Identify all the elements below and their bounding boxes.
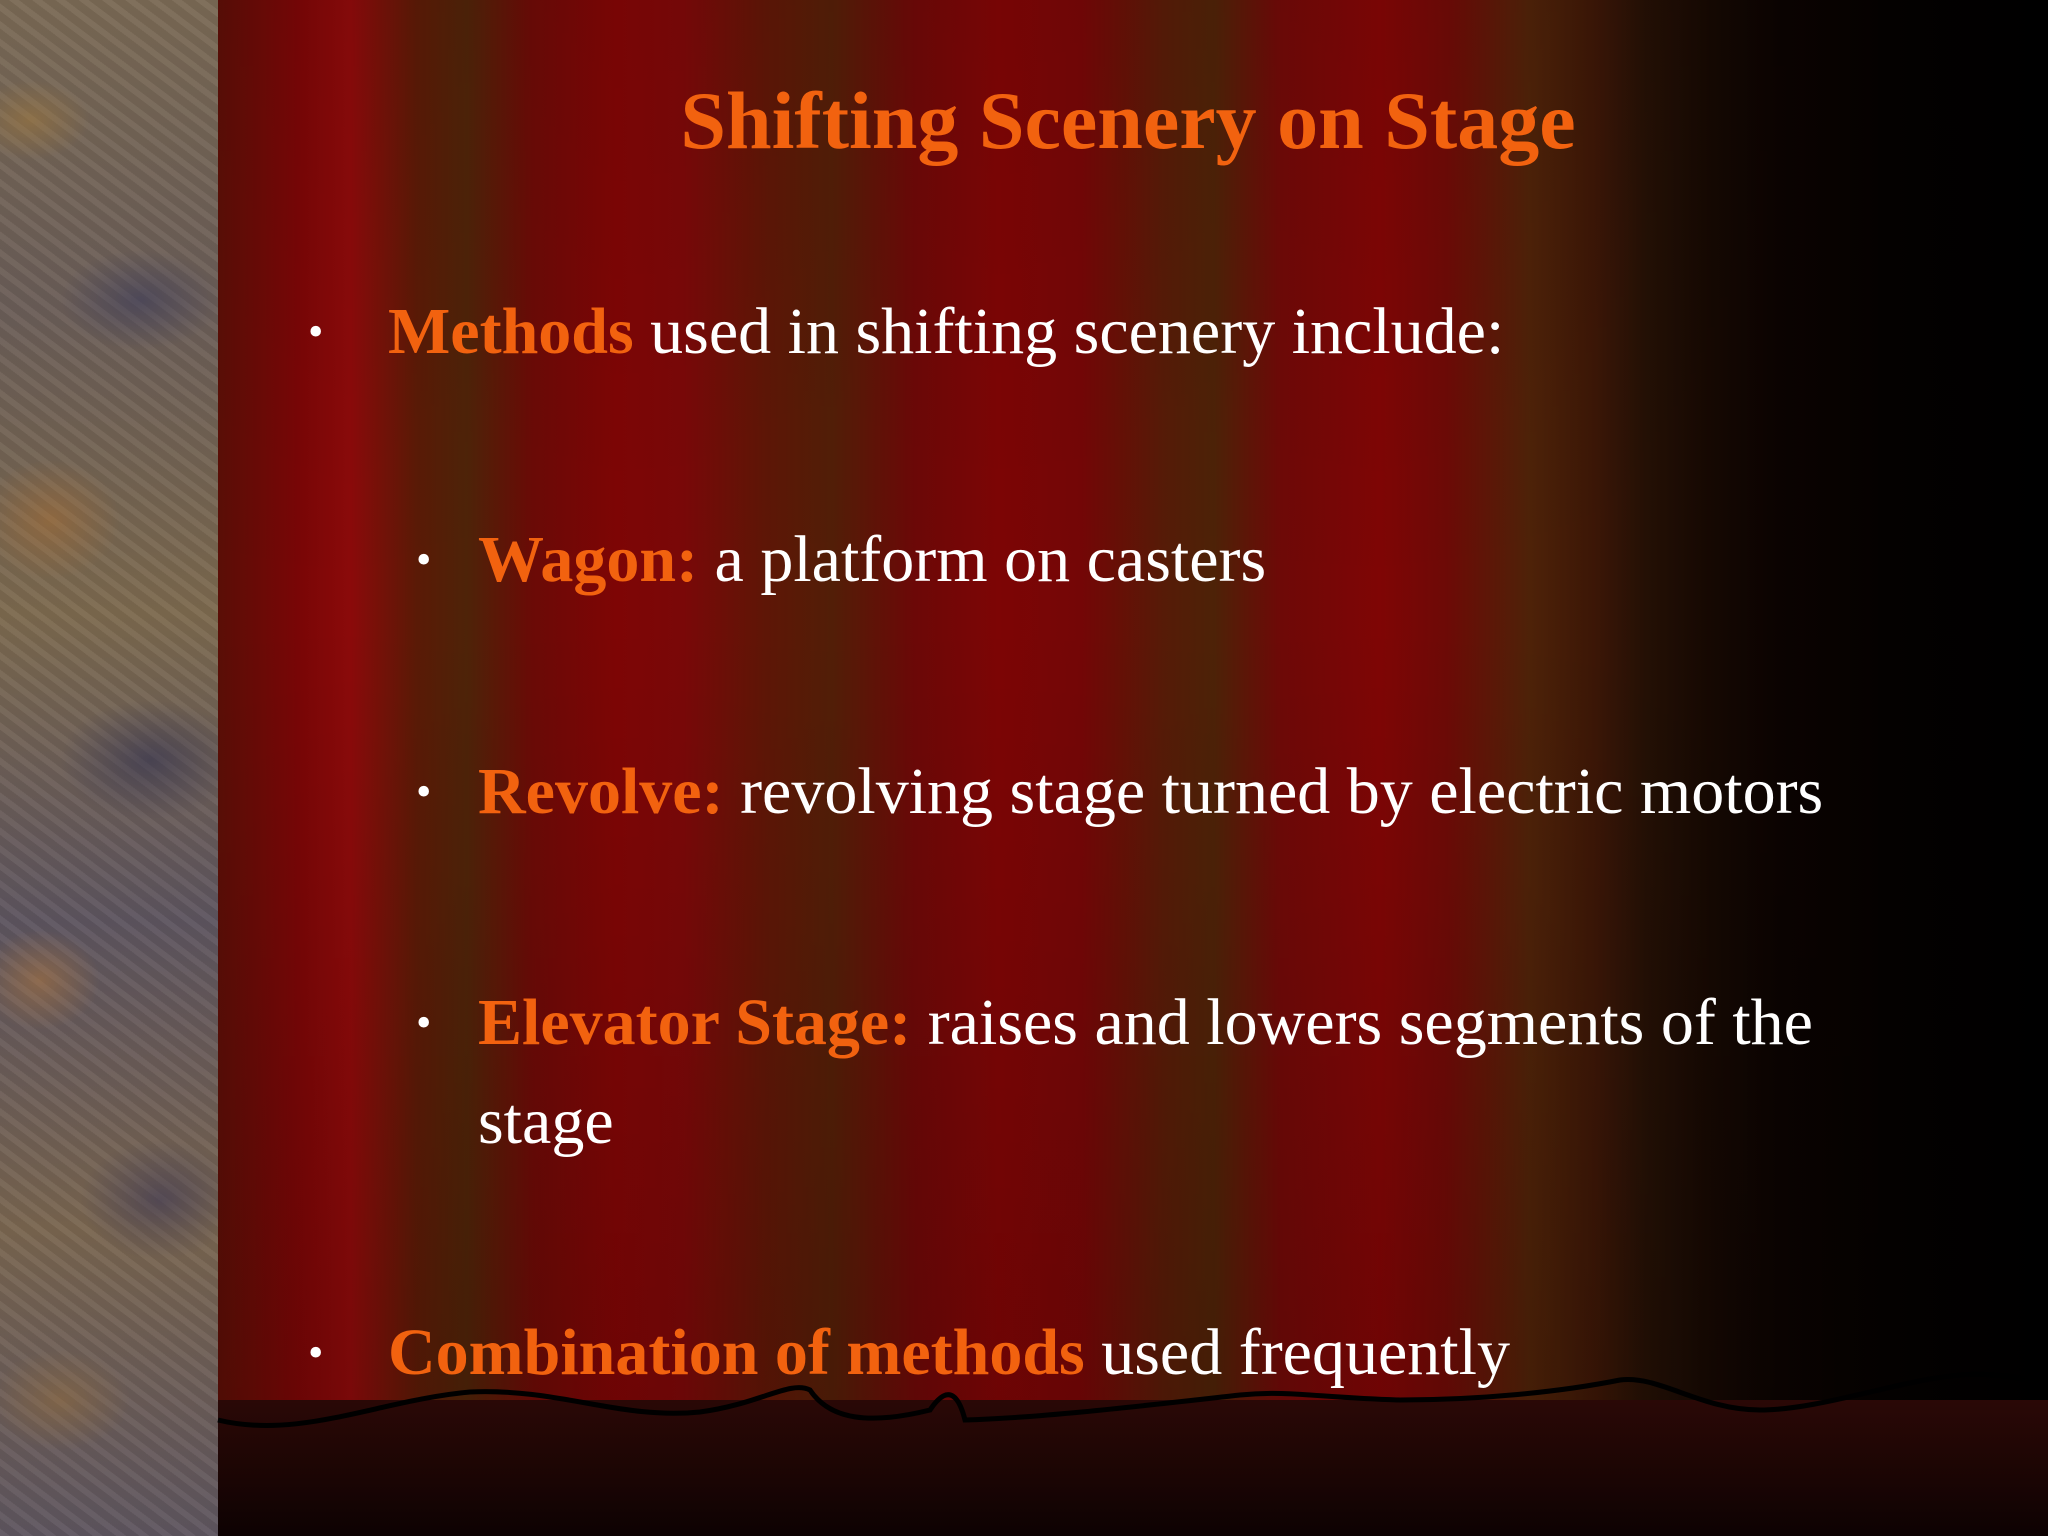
stage-curtain bbox=[218, 0, 1878, 1536]
bullet-item-combination: • Combination of methods used frequently bbox=[308, 1303, 1510, 1402]
bullet-emphasis: Revolve: bbox=[478, 755, 724, 828]
bullet-text: revolving stage turned by electric motor… bbox=[723, 755, 1824, 828]
curtain-shading bbox=[218, 0, 1878, 1536]
bullet-emphasis: Methods bbox=[388, 295, 634, 368]
bullet-emphasis: Combination of methods bbox=[388, 1316, 1085, 1389]
bullet-icon: • bbox=[308, 307, 324, 356]
bullet-icon: • bbox=[308, 1328, 324, 1377]
bullet-emphasis: Elevator Stage: bbox=[478, 986, 912, 1059]
bullet-icon: • bbox=[416, 767, 432, 816]
stage-floor bbox=[218, 1400, 2048, 1536]
bullet-text: raises and lowers segments of the stage bbox=[478, 986, 1813, 1158]
bullet-text: used frequently bbox=[1084, 1316, 1510, 1389]
slide-title: Shifting Scenery on Stage bbox=[680, 75, 1576, 166]
bullet-text: used in shifting scenery include: bbox=[633, 295, 1505, 368]
bullet-icon: • bbox=[416, 998, 432, 1047]
bullet-item-revolve: • Revolve: revolving stage turned by elec… bbox=[416, 742, 1888, 841]
bullet-emphasis: Wagon: bbox=[478, 523, 699, 596]
marble-texture-strip bbox=[0, 0, 218, 1536]
bullet-text: a platform on casters bbox=[698, 523, 1267, 596]
dark-wing bbox=[1878, 0, 2048, 1536]
bullet-item-methods: • Methods used in shifting scenery includ… bbox=[308, 282, 1505, 381]
bullet-item-wagon: • Wagon: a platform on casters bbox=[416, 510, 1888, 609]
bullet-item-elevator-stage: • Elevator Stage: raises and lowers segme… bbox=[416, 973, 1888, 1171]
bullet-icon: • bbox=[416, 535, 432, 584]
